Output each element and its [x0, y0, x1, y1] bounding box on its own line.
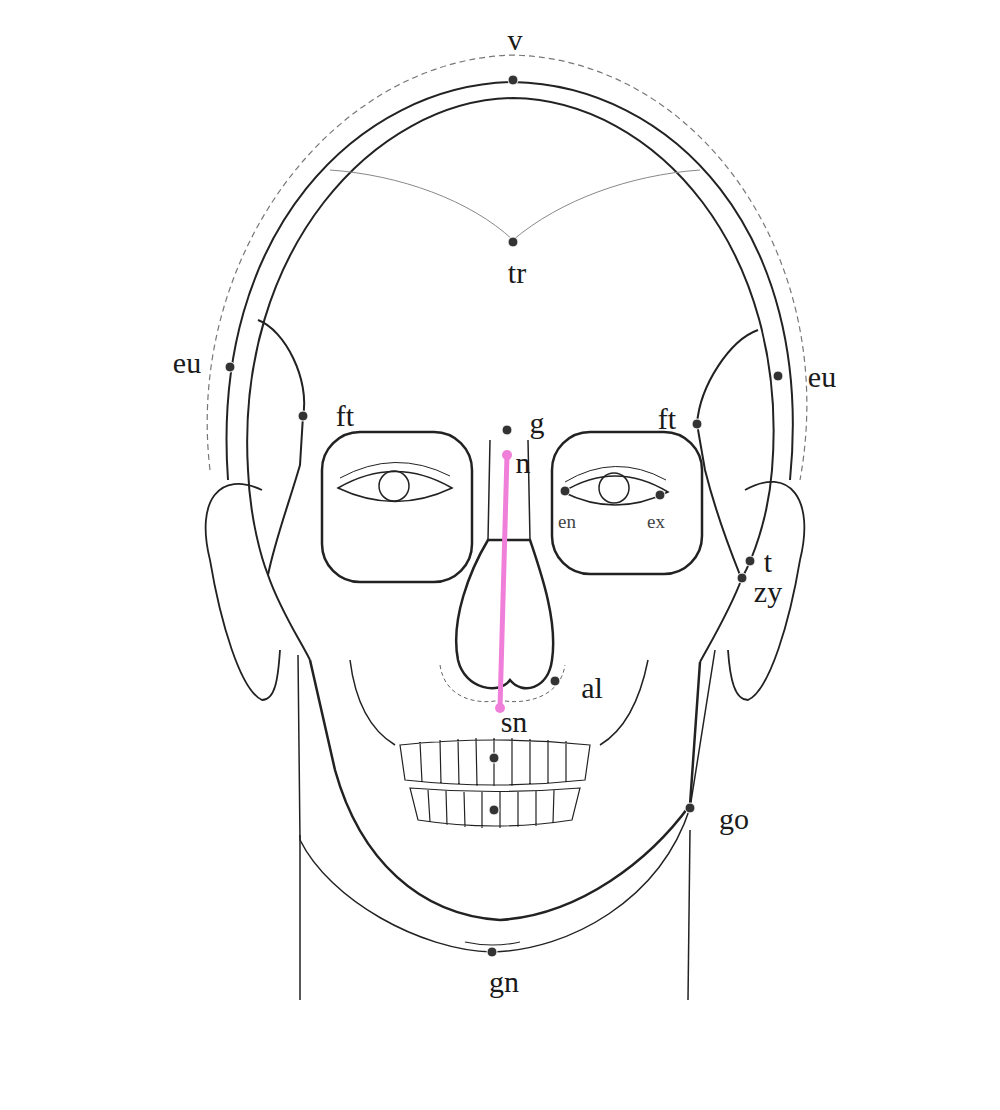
eye-right — [563, 476, 668, 505]
eyelid-right — [565, 466, 666, 482]
landmark-dot — [508, 237, 518, 247]
ear-left — [206, 484, 280, 700]
landmark-dots — [225, 75, 783, 957]
measurement-line — [500, 455, 507, 708]
landmark-dot — [298, 411, 308, 421]
cheek-left — [248, 470, 310, 660]
iris-left — [379, 471, 409, 501]
jaw-outline — [298, 650, 715, 952]
mandible-ramus-left — [350, 660, 395, 745]
landmark-dot — [487, 947, 497, 957]
skull-outline — [206, 55, 807, 1000]
hairline — [330, 170, 700, 240]
landmark-label: zy — [753, 577, 783, 607]
landmark-dot — [489, 753, 499, 763]
mandible — [310, 660, 700, 920]
landmark-label: sn — [500, 707, 529, 737]
landmark-label: n — [515, 448, 532, 478]
landmark-label: en — [557, 512, 577, 531]
landmark-dot — [745, 556, 755, 566]
landmark-dot — [508, 75, 518, 85]
landmark-label: gn — [488, 967, 520, 997]
landmark-dot — [685, 803, 695, 813]
chin-crease — [465, 942, 520, 945]
cheek-right — [700, 470, 772, 662]
landmark-dot — [737, 573, 747, 583]
landmark-dot — [489, 805, 499, 815]
landmark-label: go — [718, 804, 750, 834]
eye-left — [338, 472, 452, 502]
cranium-inner — [247, 98, 773, 470]
neck-left — [299, 835, 301, 1000]
landmark-label: tr — [507, 258, 527, 288]
landmark-label: t — [763, 547, 773, 577]
neck-right — [688, 830, 690, 1000]
landmark-dot — [502, 425, 512, 435]
landmark-label: eu — [172, 348, 202, 378]
landmark-label: ft — [657, 404, 677, 434]
landmark-dot — [550, 676, 560, 686]
cranium-outline — [227, 82, 793, 480]
ear-right — [728, 482, 804, 700]
measurement-end — [502, 450, 512, 460]
landmark-dot — [692, 419, 702, 429]
landmark-dot — [655, 490, 665, 500]
temporal-right — [697, 330, 758, 575]
iris-right — [599, 473, 629, 503]
landmark-dot — [773, 371, 783, 381]
landmark-dot — [225, 362, 235, 372]
eyelid-left — [340, 462, 450, 478]
hair-outline — [207, 55, 807, 480]
landmark-label: al — [580, 673, 604, 703]
landmark-label: v — [507, 25, 524, 55]
landmark-dot — [560, 486, 570, 496]
landmark-label: ft — [335, 401, 355, 431]
mandible-ramus-right — [600, 660, 648, 745]
landmark-label: g — [529, 408, 546, 438]
landmark-label: ex — [646, 512, 666, 531]
orbit-left — [322, 432, 472, 582]
upper-teeth — [400, 738, 590, 786]
landmark-label: eu — [807, 362, 837, 392]
temporal-left — [258, 320, 304, 575]
orbit-right — [552, 432, 702, 574]
lower-teeth — [410, 788, 580, 828]
